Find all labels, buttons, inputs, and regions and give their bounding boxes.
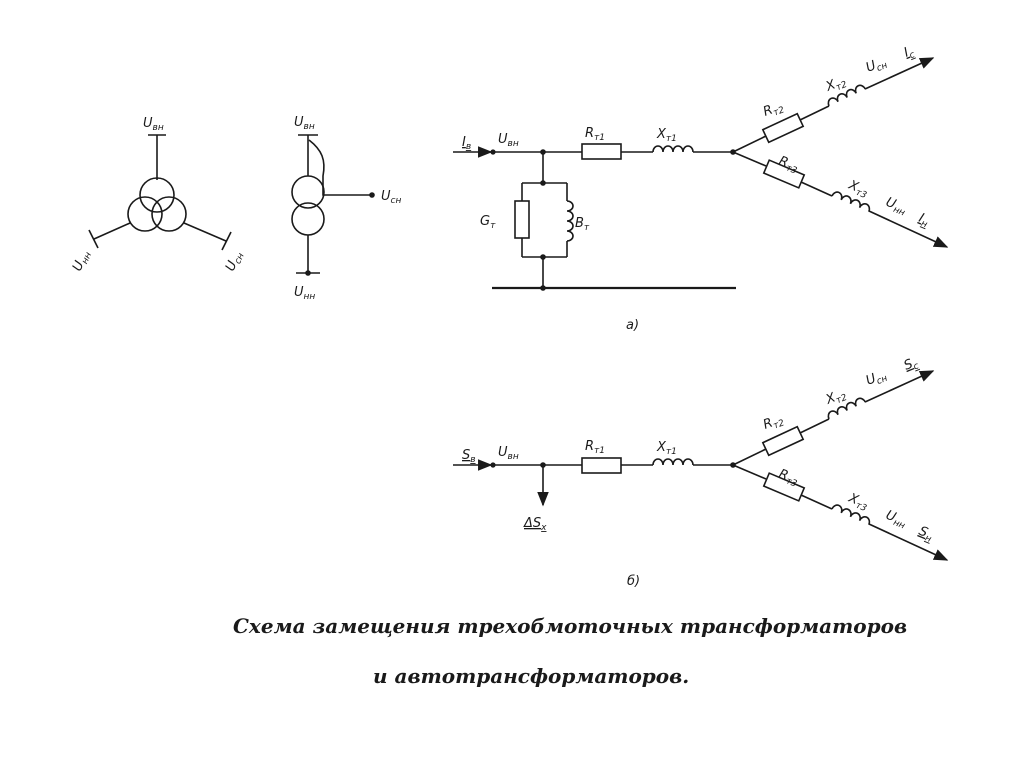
symbol-b-tap-node — [369, 192, 375, 198]
circuit-a-resistor-r1 — [581, 143, 622, 160]
circuit-a-lower-wire-1 — [732, 151, 767, 167]
circuit-a-r2-label: Rт2 — [761, 99, 786, 122]
symbol-b-bottom-node — [305, 270, 311, 276]
autotransformer-symbol: Uвн Uсн Uнн — [291, 115, 401, 302]
circuit-b-x2-label: Xт2 — [823, 386, 849, 410]
circuit-b-upper-wire-2 — [799, 418, 830, 434]
circuit-a-susceptance-b — [566, 200, 574, 242]
circuit-b-reactor-x1 — [652, 458, 694, 466]
circuit-a-u-nn-label: Uнн — [883, 195, 909, 219]
circuit-b-r1-label: Rт1 — [585, 439, 605, 456]
circuit-a-lower-wire-2 — [800, 181, 833, 197]
symbol-b-tap-lead — [308, 139, 372, 196]
circuit-b-r3-label: Rт3 — [776, 467, 801, 490]
circuit-a-upper-output-arrow — [864, 57, 935, 90]
circuit-a-figure-label: а) — [626, 318, 639, 333]
symbol-a-winding-top — [139, 177, 175, 213]
circuit-a-conductance-g — [514, 200, 530, 239]
symbol-a-left-lead — [93, 222, 131, 240]
circuit-b-u-sn-label: Uсн — [864, 367, 889, 390]
circuit-a-upper-wire-2 — [799, 105, 830, 121]
circuit-a-reactor-x3 — [831, 191, 871, 212]
circuit-a-x2-label: Xт2 — [823, 73, 849, 97]
circuit-b-x1-label: Xт1 — [656, 440, 677, 457]
symbol-a-winding-right — [151, 196, 187, 232]
circuit-b-resistor-r1 — [581, 457, 622, 474]
circuit-b-node-label: Uвн — [498, 445, 519, 462]
circuit-b-out-bot-label: Sн — [916, 524, 936, 545]
circuit-a-reactor-x1 — [652, 145, 694, 153]
circuit-b-input-label: Sв — [462, 448, 476, 465]
circuit-a-upper-wire-1 — [732, 135, 767, 153]
circuit-b-u-nn-label: Uнн — [883, 508, 909, 532]
circuit-a-u-sn-label: Uсн — [864, 54, 889, 77]
symbol-a-right-terminal — [221, 231, 232, 251]
symbol-b-bottom-label: Uнн — [294, 285, 315, 302]
circuit-a-ground-node — [540, 285, 546, 291]
symbol-a-left-label: Uнн — [70, 248, 94, 274]
circuit-a-r1-label: Rт1 — [585, 126, 605, 143]
symbol-b-top-label: Uвн — [294, 115, 315, 132]
circuit-a-g-label: Gт — [480, 214, 496, 231]
circuit-b-lower-wire-2 — [800, 494, 833, 510]
circuit-b-x3-label: Xт3 — [845, 490, 871, 514]
symbol-a-top-label: Uвн — [143, 116, 164, 133]
circuit-a-input-label: Iв — [462, 135, 471, 152]
circuit-a-b-label: Bт — [575, 216, 590, 233]
symbol-b-right-label: Uсн — [381, 189, 401, 206]
circuit-a-r3-label: Rт3 — [776, 154, 801, 177]
symbol-b-winding-top — [291, 175, 325, 209]
circuit-b-out-top-label: Sс — [902, 355, 921, 376]
circuit-b-r2-label: Rт2 — [761, 412, 786, 435]
symbol-a-left-terminal — [88, 229, 99, 249]
circuit-a-lower-output-arrow — [868, 210, 949, 248]
circuit-a-x3-label: Xт3 — [845, 177, 871, 201]
caption-line-2: и автотрансформаторов. — [373, 664, 690, 688]
symbol-a-right-label: Uсн — [223, 249, 247, 275]
circuit-b-upper-wire-1 — [732, 448, 767, 466]
equivalent-circuit-b: Sв Uвн Rт1 Xт1 Rт2 Rт3 Xт2 Uсн Sс Xт3 Uн… — [453, 355, 949, 589]
equivalent-circuit-a: Iв Uвн Rт1 Xт1 Rт2 Rт3 Xт2 Uсн Iс Xт3 Uн… — [453, 43, 949, 333]
circuit-a-out-top-label: Iс — [902, 43, 917, 62]
circuit-a-node-label: Uвн — [498, 132, 519, 149]
circuit-b-loss-label: ΔSx — [523, 516, 547, 533]
three-winding-transformer-symbol: Uвн Uнн Uсн — [70, 116, 247, 274]
circuit-b-lower-wire-1 — [732, 464, 767, 480]
symbol-a-right-lead — [183, 222, 227, 242]
symbol-a-winding-left — [127, 196, 163, 232]
circuit-b-upper-output-arrow — [864, 370, 935, 403]
caption-line-1: Схема замещения трехобмоточных трансформ… — [233, 614, 908, 638]
circuit-b-figure-label: б) — [627, 574, 640, 589]
circuit-b-lower-output-arrow — [868, 523, 949, 561]
circuit-a-out-bot-label: Iн — [916, 211, 931, 230]
circuit-a-x1-label: Xт1 — [656, 127, 677, 144]
